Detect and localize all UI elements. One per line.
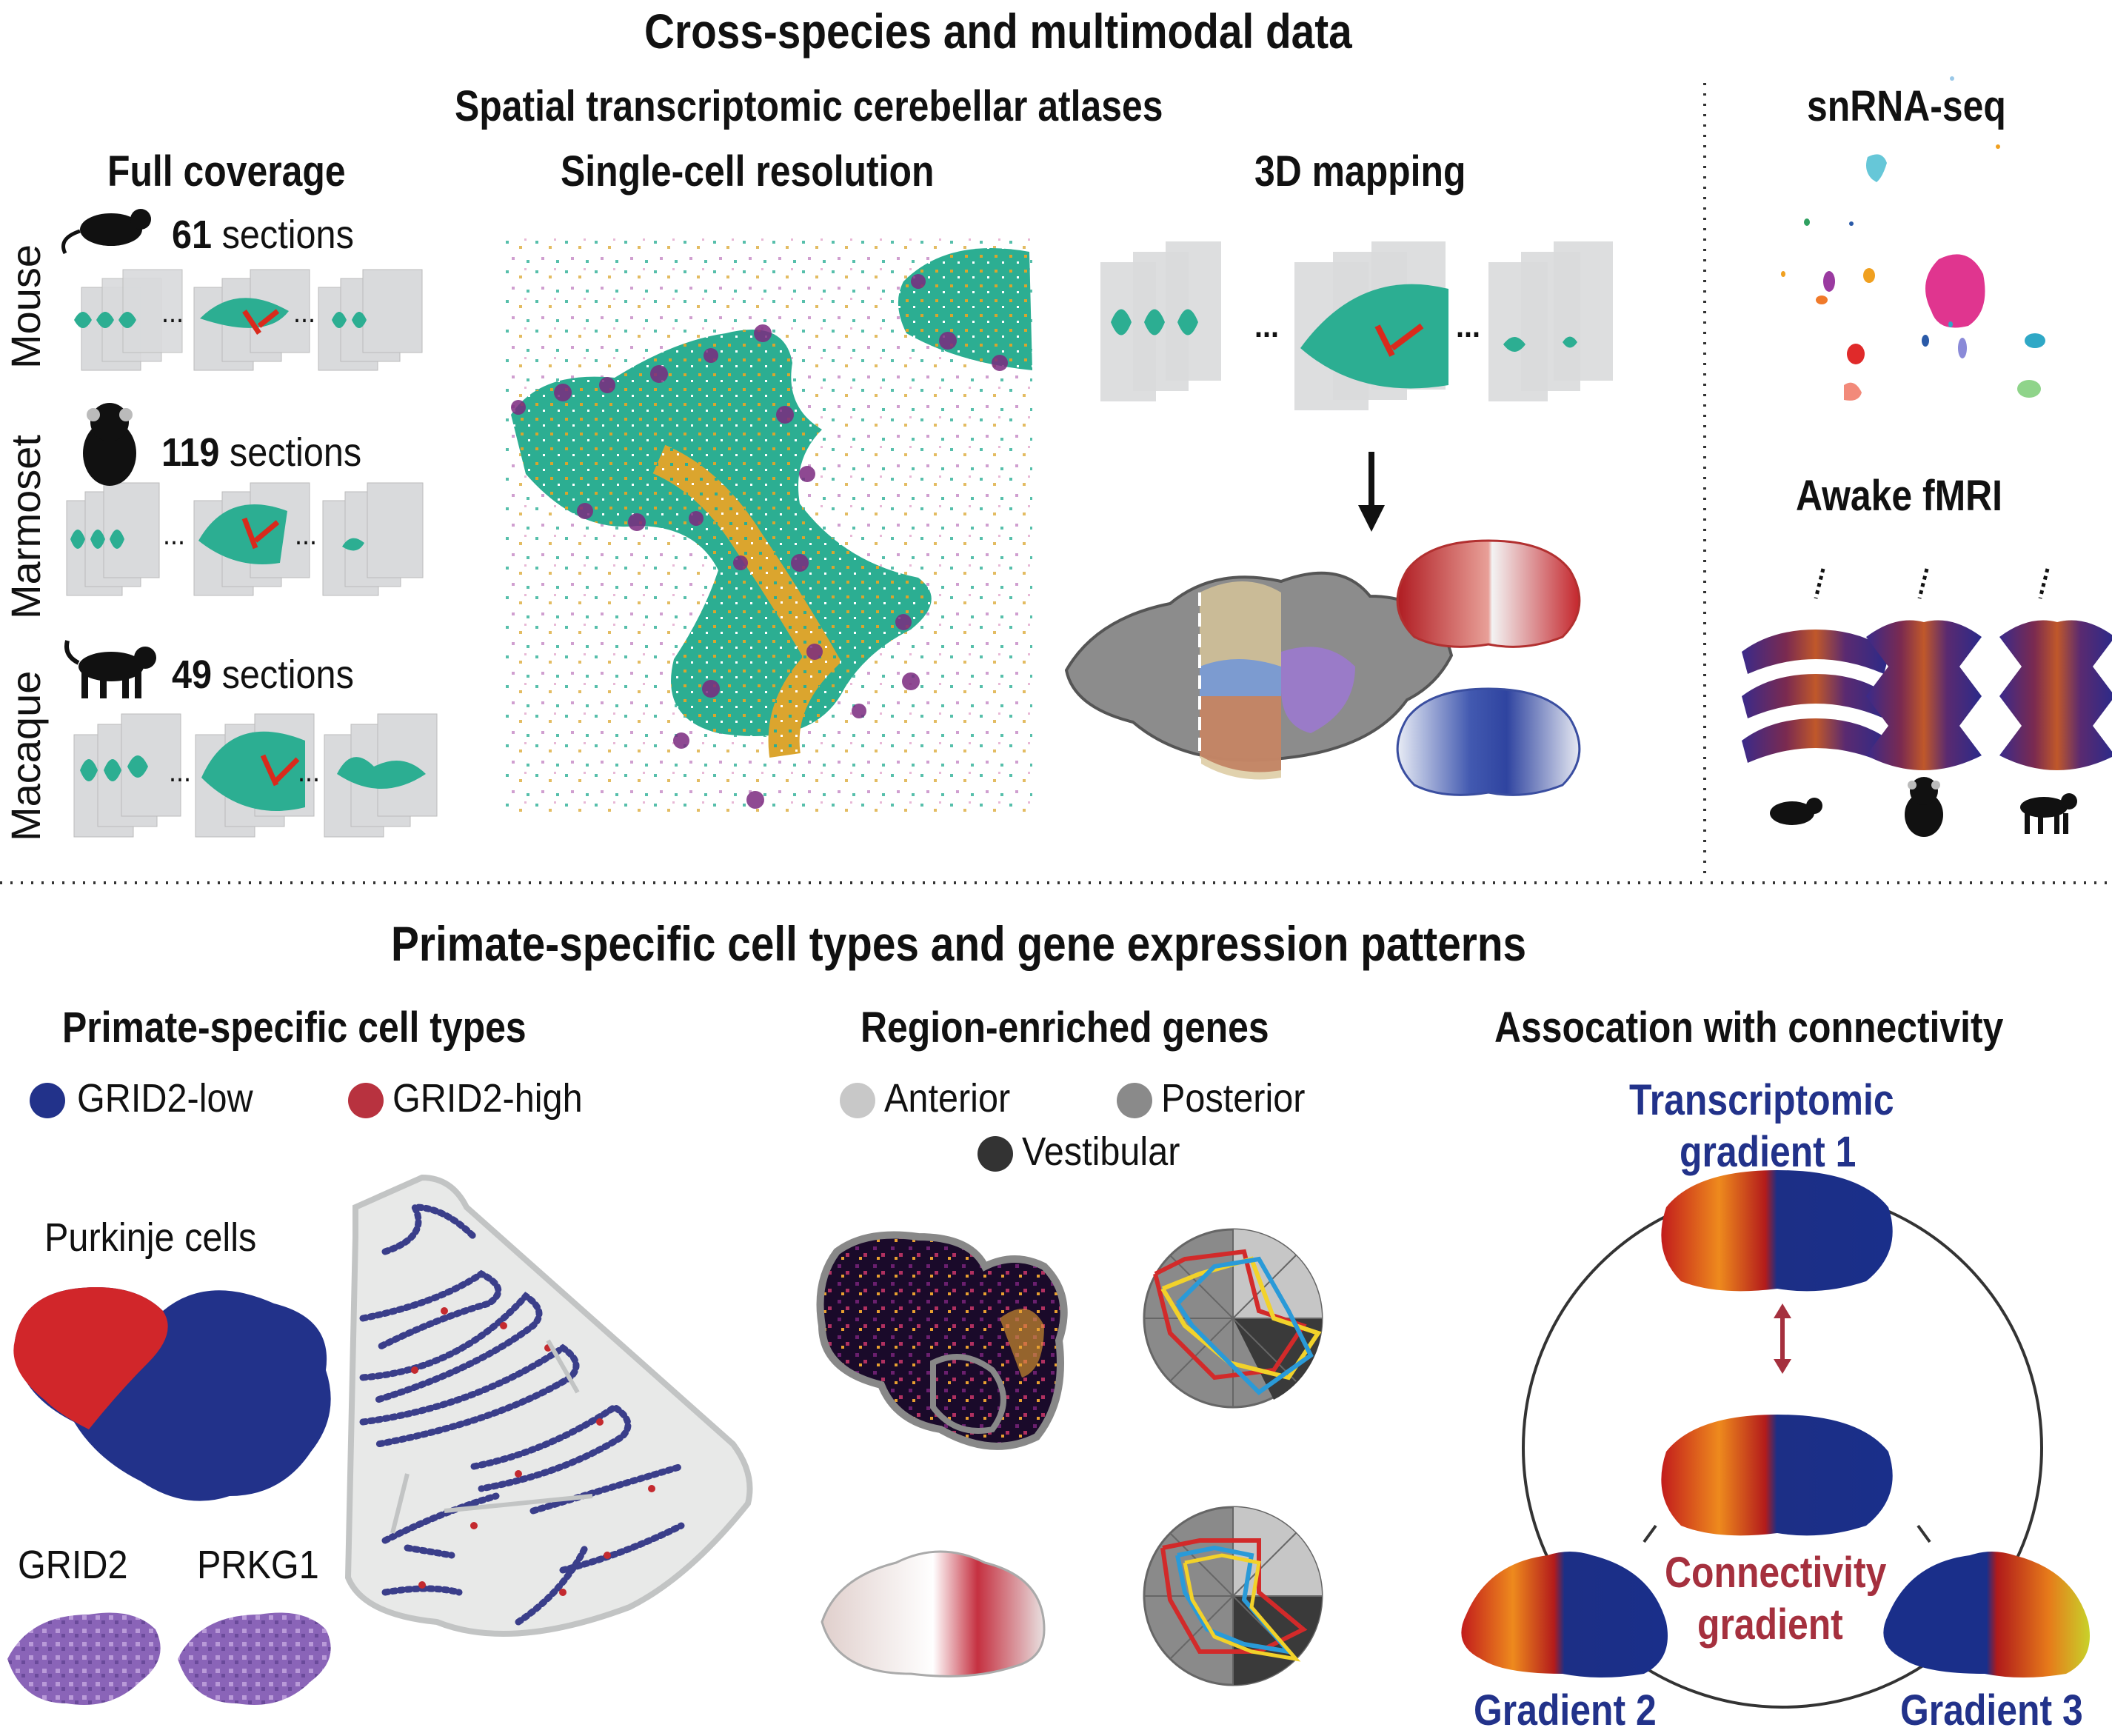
region-expression-map [816,1231,1068,1450]
atlas-subtitle: Spatial transcriptomic cerebellar atlase… [455,82,1163,130]
radar-chart-1 [1143,1228,1323,1409]
transcriptomic-label-1: Transcriptomic [1629,1076,1894,1124]
legend-label-grid2-low: GRID2-low [77,1076,253,1121]
top-title: Cross-species and multimodal data [644,4,1352,59]
purkinje-section [344,1174,753,1637]
prkg1-label: PRKG1 [197,1543,319,1587]
ellipsis-macaque-2: ... [298,755,321,788]
prkg1-umap [178,1612,331,1705]
red-3d-brain [1396,539,1581,648]
double-arrow [1774,1303,1791,1374]
atlas-brain [1064,571,1454,780]
ellipsis-mouse-2: ... [293,296,316,329]
ellipsis-mapping-1: ... [1254,308,1280,344]
transcriptomic-brain [1661,1170,1893,1292]
legend-dot-grid2-high [348,1083,384,1118]
connectivity-label-2: gradient [1697,1600,1843,1649]
gradient3-label: Gradient 3 [1900,1686,2083,1735]
single-cell-panel [504,237,1032,815]
mapping-3d-heading: 3D mapping [1254,147,1466,196]
grid2-label: GRID2 [18,1543,128,1587]
legend-dot-vestibular [978,1136,1013,1172]
blue-3d-brain [1396,687,1581,796]
ellipsis-mapping-2: ... [1456,308,1481,344]
down-arrow [1358,452,1385,532]
gradient2-brain [1461,1552,1668,1677]
macaque-section-count: 49 sections [172,652,354,697]
snrna-umap [1781,76,2045,401]
purkinje-umap [13,1287,331,1501]
purkinje-label: Purkinje cells [44,1215,257,1260]
marmoset-section-stacks [66,482,424,596]
mouse-section-stacks [74,269,423,371]
gradient2-label: Gradient 2 [1474,1686,1657,1735]
region-heading: Region-enriched genes [860,1004,1269,1052]
connectivity-brain [1661,1415,1893,1536]
species-label-macaque: Macaque [2,670,49,841]
bottom-title: Primate-specific cell types and gene exp… [391,916,1527,971]
ellipsis-marmoset-2: ... [295,518,318,551]
gradient3-brain [1883,1552,2090,1677]
grid2-umap [7,1612,161,1705]
region-3d-brain [821,1550,1046,1677]
legend-dot-posterior [1117,1083,1152,1118]
marmoset-section-count: 119 sections [161,430,362,475]
connectivity-heading: Assocation with connectivity [1494,1004,2004,1052]
transcriptomic-label-2: gradient 1 [1680,1128,1857,1176]
species-label-marmoset: Marmoset [2,435,49,619]
mouse-section-count: 61 sections [172,213,354,257]
legend-dot-anterior [840,1083,875,1118]
macaque-section-stacks [73,713,438,838]
fmri-panel [1742,568,2112,837]
marmoset-silhouette [83,403,136,486]
single-cell-heading: Single-cell resolution [561,147,935,196]
macaque-silhouette [64,640,156,698]
fmri-heading: Awake fMRI [1796,472,2003,520]
connectivity-label-1: Connectivity [1665,1549,1887,1597]
legend-label-grid2-high: GRID2-high [392,1076,583,1121]
legend-label-posterior: Posterior [1161,1076,1306,1121]
full-coverage-heading: Full coverage [107,147,346,196]
legend-label-vestibular: Vestibular [1022,1129,1180,1174]
mouse-silhouette [61,209,151,255]
radar-chart-2 [1143,1506,1323,1686]
snrna-heading: snRNA-seq [1807,82,2006,130]
legend-dot-grid2-low [30,1083,65,1118]
legend-label-anterior: Anterior [884,1076,1011,1121]
ellipsis-marmoset-1: ... [163,518,186,551]
ellipsis-macaque-1: ... [169,755,192,788]
mapping-section-stacks [1100,241,1613,410]
ellipsis-mouse-1: ... [161,296,184,329]
species-label-mouse: Mouse [2,244,49,369]
cell-types-heading: Primate-specific cell types [62,1004,527,1052]
